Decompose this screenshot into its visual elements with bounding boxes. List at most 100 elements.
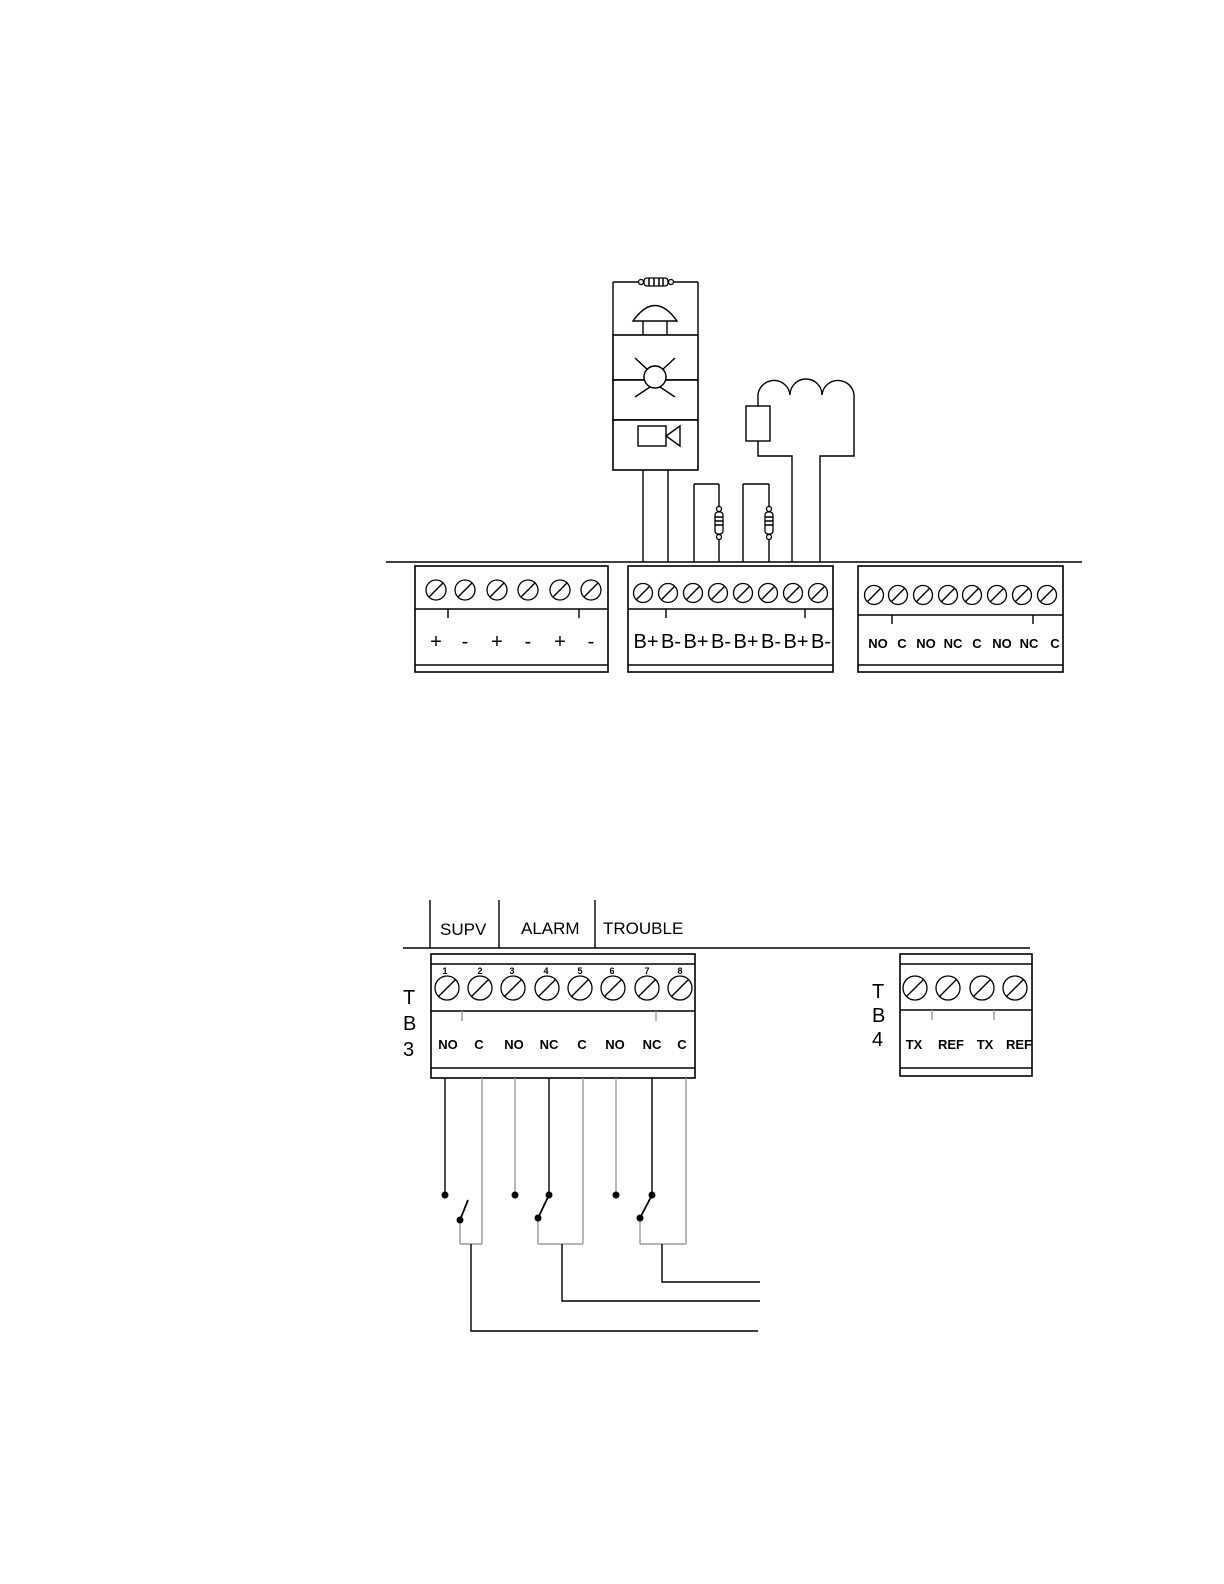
terminal-screw [581,580,601,600]
terminal-screw [455,580,475,600]
terminal-label: NC [540,1037,559,1052]
terminal-screw [550,580,570,600]
speaker-icon [746,379,854,562]
terminal-screw [963,586,982,605]
svg-text:3: 3 [403,1039,414,1061]
svg-text:T: T [403,987,415,1009]
terminal-screw [865,586,884,605]
svg-text:T: T [872,981,884,1003]
terminal-label: NO [504,1037,524,1052]
tb4-block: TX REF TX REF [900,954,1032,1076]
notification-appliances [613,278,698,562]
terminal-screw [889,586,908,605]
terminal-screw [634,584,653,603]
tb3-side-label: T B 3 [403,987,416,1061]
terminal-number: 2 [477,966,482,976]
terminal-screw [518,580,538,600]
terminal-label: NO [868,636,888,651]
terminal-screw [659,584,678,603]
terminal-label: - [588,631,595,653]
header-supv: SUPV [440,920,487,939]
terminal-screw [635,976,659,1000]
terminal-screw [914,586,933,605]
terminal-screw [939,586,958,605]
terminal-screw [435,976,459,1000]
terminal-label: NO [605,1037,625,1052]
bottom-diagram: SUPV ALARM TROUBLE T B 3 1 2 3 4 5 6 7 8 NO C NO N… [403,900,1032,1331]
terminal-screw [1013,586,1032,605]
terminal-screw [1038,586,1057,605]
terminal-number: 1 [442,966,447,976]
terminal-label: B- [661,631,681,653]
terminal-block-1: +-+-+- [415,566,608,672]
terminal-screw [988,586,1007,605]
terminal-label: B+ [633,631,658,653]
svg-text:4: 4 [872,1029,883,1051]
terminal-label: C [577,1037,587,1052]
bell-icon [633,306,677,336]
terminal-label: B+ [783,631,808,653]
switch-icon [442,1192,469,1224]
terminal-screw [535,976,559,1000]
terminal-screw [684,584,703,603]
terminal-label: B- [761,631,781,653]
resistor-icon [639,278,674,286]
terminal-screw [784,584,803,603]
eol-resistor-2 [743,484,773,562]
terminal-screw [936,976,960,1000]
terminal-number: 8 [677,966,682,976]
terminal-screw [709,584,728,603]
eol-resistor-1 [694,484,723,562]
terminal-screw [487,580,507,600]
terminal-label: REF [1006,1037,1032,1052]
terminal-label: NC [643,1037,662,1052]
terminal-screw [734,584,753,603]
terminal-screw [568,976,592,1000]
terminal-label: TX [977,1037,994,1052]
svg-text:B: B [403,1013,416,1035]
header-alarm: ALARM [521,919,580,938]
tb4-side-label: T B 4 [872,981,885,1051]
terminal-screw [468,976,492,1000]
terminal-label: - [525,631,532,653]
terminal-screw [809,584,828,603]
terminal-label: + [430,631,442,653]
terminal-label: B- [711,631,731,653]
terminal-screw [1003,976,1027,1000]
terminal-number: 6 [609,966,614,976]
terminal-screw [601,976,625,1000]
svg-text:B: B [872,1005,885,1027]
terminal-label: TX [906,1037,923,1052]
terminal-label: B+ [683,631,708,653]
terminal-screw [759,584,778,603]
terminal-number: 7 [644,966,649,976]
terminal-label: + [491,631,503,653]
terminal-block-2: B+B-B+B-B+B-B+B- [628,566,833,672]
terminal-screw [903,976,927,1000]
terminal-label: NC [1020,636,1039,651]
terminal-screw [970,976,994,1000]
terminal-label: NC [944,636,963,651]
terminal-screw [501,976,525,1000]
switch-icon [613,1192,656,1222]
header-trouble: TROUBLE [603,919,683,938]
terminal-label: C [972,636,982,651]
terminal-label: NO [992,636,1012,651]
terminal-label: NO [916,636,936,651]
terminal-screw [668,976,692,1000]
terminal-number: 5 [577,966,582,976]
terminal-label: - [462,631,469,653]
terminal-label: C [1050,636,1060,651]
switch-icon [512,1192,553,1222]
tb3-wiring [442,1078,761,1331]
terminal-label: + [554,631,566,653]
terminal-label: NO [438,1037,458,1052]
terminal-label: REF [938,1037,964,1052]
terminal-label: C [677,1037,687,1052]
terminal-number: 3 [509,966,514,976]
terminal-number: 4 [543,966,548,976]
terminal-screw [426,580,446,600]
